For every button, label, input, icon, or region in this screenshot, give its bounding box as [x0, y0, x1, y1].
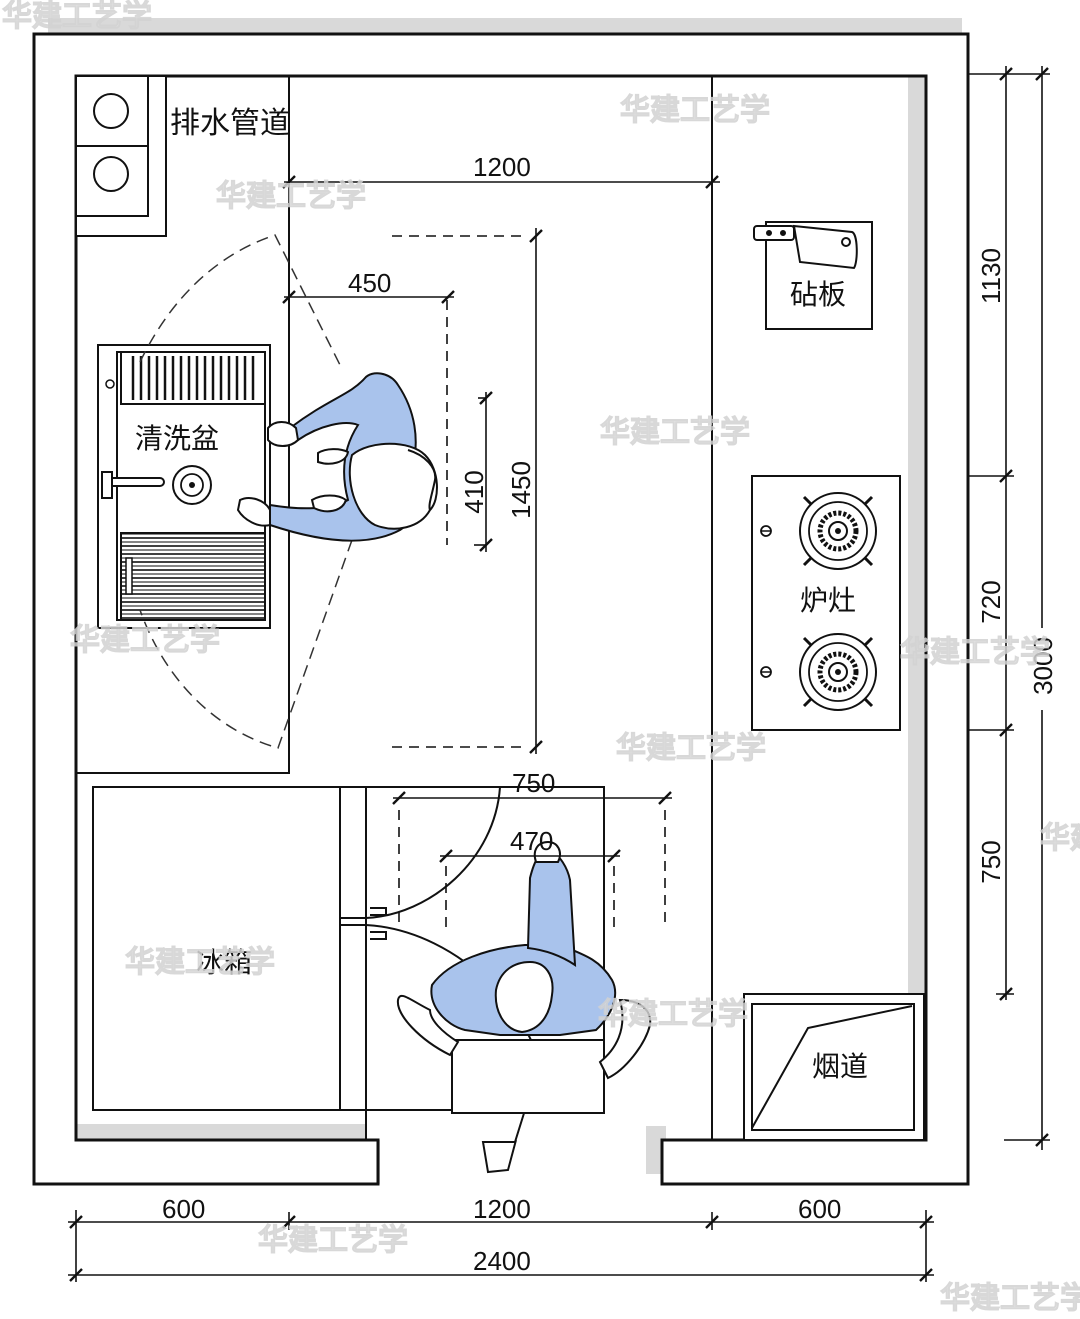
watermark: 华建工艺学 [900, 635, 1050, 670]
gas-burner-icon [800, 493, 876, 569]
dim-door-750: 750 [512, 768, 555, 798]
fridge [92, 786, 605, 1111]
dim-shoulder-470: 470 [510, 826, 553, 856]
fridge-label: 冰箱 [196, 946, 252, 979]
watermark: 华建工艺学 [2, 0, 152, 34]
fridge-door-swing-upper [365, 786, 501, 919]
watermark: 华建工艺学 [620, 93, 770, 128]
watermark: 华建工艺学 [600, 415, 750, 450]
watermark: 华建工艺学 [125, 945, 275, 980]
dim-reach-450: 450 [348, 268, 391, 298]
watermark: 华建工艺学 [70, 623, 220, 658]
dim-bottom-600-left: 600 [162, 1194, 205, 1224]
watermark: 华建工艺学 [598, 997, 748, 1032]
sink-label: 清洗盆 [135, 422, 219, 455]
dim-right-720: 720 [976, 580, 1006, 623]
cleaver-icon [753, 224, 858, 270]
watermark: 华建工艺学 [258, 1223, 408, 1258]
dim-bottom-2400: 2400 [473, 1246, 531, 1276]
dim-right-1130: 1130 [976, 248, 1006, 304]
drain-pipes [75, 75, 167, 237]
watermark: 华建工艺学 [1040, 821, 1080, 856]
dim-bottom-1200: 1200 [473, 1194, 531, 1224]
dim-bottom-600-right: 600 [798, 1194, 841, 1224]
dim-right-750: 750 [976, 840, 1006, 883]
drain-pipe-label: 排水管道 [170, 106, 290, 141]
flue [743, 993, 925, 1141]
bottom-dimension-lines [68, 1210, 934, 1283]
gas-burner-icon [800, 634, 876, 710]
cutting-board-label: 砧板 [790, 278, 846, 311]
flue-label: 烟道 [812, 1050, 868, 1083]
walls [32, 18, 970, 1186]
stove-label: 炉灶 [800, 584, 856, 617]
person-at-fridge [396, 840, 652, 1174]
dim-body-410: 410 [459, 470, 489, 513]
dim-right-3000: 3000 [1028, 637, 1058, 695]
person-at-sink [236, 372, 438, 542]
faucet-icon [101, 471, 165, 499]
watermark: 华建工艺学 [216, 179, 366, 214]
watermark: 华建工艺学 [616, 731, 766, 766]
dimension-lines [281, 174, 720, 930]
dim-top-1200: 1200 [473, 152, 531, 182]
right-dimension-lines [968, 66, 1050, 1150]
drain-icon [172, 465, 212, 505]
watermark: 华建工艺学 [940, 1281, 1080, 1316]
reach-arc [139, 234, 353, 749]
dim-zone-1450: 1450 [506, 461, 536, 519]
